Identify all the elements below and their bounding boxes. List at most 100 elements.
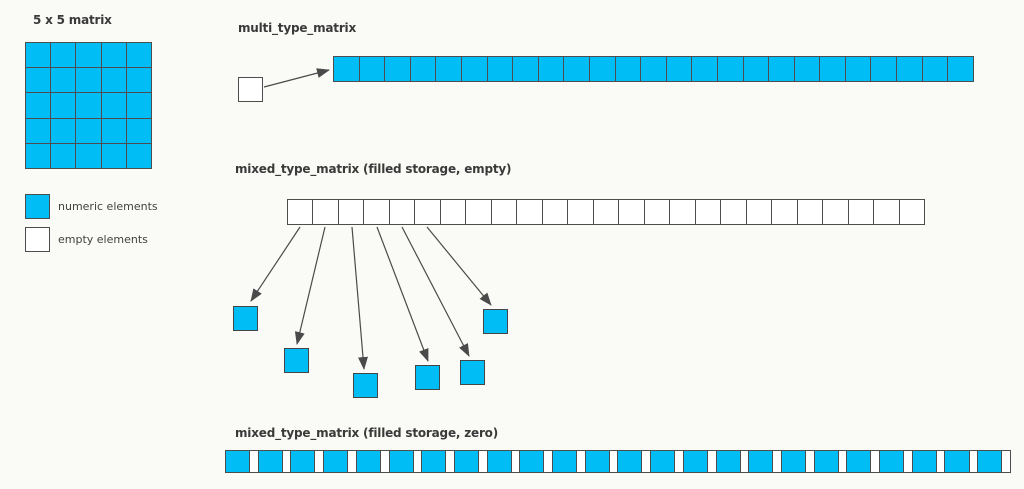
storage-cell-zero-numeric bbox=[355, 451, 381, 472]
matrix-cell bbox=[51, 143, 76, 168]
storage-cell-numeric bbox=[513, 57, 539, 81]
storage-cell-numeric bbox=[692, 57, 718, 81]
pointer-box bbox=[238, 77, 263, 102]
storage-cell-gap bbox=[707, 451, 716, 472]
matrix-cell bbox=[126, 68, 151, 93]
matrix-cell bbox=[126, 118, 151, 143]
storage-cell-empty bbox=[568, 200, 594, 224]
storage-cell-gap bbox=[478, 451, 487, 472]
mixed-zero-title: mixed_type_matrix (filled storage, zero) bbox=[235, 426, 498, 440]
legend-label-empty: empty elements bbox=[58, 233, 148, 246]
storage-cell-numeric bbox=[769, 57, 795, 81]
storage-cell-empty bbox=[772, 200, 798, 224]
storage-cell-numeric bbox=[538, 57, 565, 81]
storage-cell-zero-numeric bbox=[421, 451, 447, 472]
empty-storage-row bbox=[287, 199, 925, 225]
matrix-cell bbox=[76, 143, 101, 168]
storage-cell-numeric bbox=[461, 57, 488, 81]
matrix-cell bbox=[126, 43, 151, 68]
matrix-cell bbox=[26, 43, 51, 68]
storage-cell-empty bbox=[823, 200, 849, 224]
storage-cell-numeric bbox=[436, 57, 462, 81]
storage-cell-zero-numeric bbox=[323, 451, 349, 472]
pointer-arrow bbox=[376, 226, 429, 362]
storage-cell-zero-numeric bbox=[257, 451, 283, 472]
storage-cell-zero-numeric bbox=[486, 451, 512, 472]
storage-cell-zero-numeric bbox=[617, 451, 643, 472]
numeric-box bbox=[415, 365, 440, 390]
storage-cell-zero-numeric bbox=[748, 451, 774, 472]
storage-cell-gap bbox=[282, 451, 291, 472]
storage-cell-gap bbox=[773, 451, 781, 472]
matrix-cell bbox=[51, 68, 76, 93]
storage-cell-numeric bbox=[359, 57, 386, 81]
storage-cell-numeric bbox=[820, 57, 846, 81]
storage-cell-gap bbox=[838, 451, 847, 472]
pointer-arrow bbox=[263, 68, 330, 88]
legend-item-numeric: numeric elements bbox=[25, 194, 158, 219]
matrix-cell bbox=[51, 93, 76, 118]
zero-storage-row bbox=[225, 450, 1011, 473]
storage-cell-gap bbox=[675, 451, 683, 472]
storage-cell-empty bbox=[797, 200, 824, 224]
storage-cell-numeric bbox=[666, 57, 693, 81]
matrix-cell bbox=[126, 143, 151, 168]
pointer-arrow bbox=[426, 226, 492, 306]
storage-cell-numeric bbox=[410, 57, 437, 81]
matrix-cell bbox=[101, 43, 126, 68]
storage-cell-numeric bbox=[717, 57, 744, 81]
storage-cell-numeric bbox=[385, 57, 411, 81]
matrix-5x5-title: 5 x 5 matrix bbox=[33, 13, 112, 27]
storage-cell-gap bbox=[805, 451, 814, 472]
numeric-box bbox=[460, 360, 485, 385]
mixed-empty-title: mixed_type_matrix (filled storage, empty… bbox=[235, 162, 512, 176]
pointer-arrow bbox=[351, 226, 368, 370]
legend-label-numeric: numeric elements bbox=[58, 200, 158, 213]
matrix-cell bbox=[101, 143, 126, 168]
storage-cell-gap bbox=[642, 451, 651, 472]
storage-cell-numeric bbox=[589, 57, 616, 81]
storage-cell-empty bbox=[593, 200, 620, 224]
matrix-cell bbox=[26, 118, 51, 143]
storage-cell-zero-numeric bbox=[290, 451, 316, 472]
storage-cell-gap bbox=[969, 451, 978, 472]
storage-cell-gap bbox=[315, 451, 324, 472]
storage-cell-empty bbox=[517, 200, 543, 224]
storage-cell-gap bbox=[577, 451, 585, 472]
matrix-cell bbox=[51, 118, 76, 143]
storage-cell-empty bbox=[721, 200, 747, 224]
numeric-box bbox=[353, 373, 378, 398]
storage-cell-gap bbox=[413, 451, 422, 472]
storage-cell-empty bbox=[746, 200, 773, 224]
storage-cell-empty bbox=[670, 200, 696, 224]
storage-cell-zero-numeric bbox=[519, 451, 545, 472]
storage-cell-zero-numeric bbox=[388, 451, 414, 472]
storage-cell-zero-numeric bbox=[584, 451, 610, 472]
storage-cell-numeric bbox=[743, 57, 770, 81]
storage-cell-numeric bbox=[641, 57, 667, 81]
matrix-cell bbox=[26, 143, 51, 168]
numeric-box bbox=[483, 309, 508, 334]
storage-cell-numeric bbox=[948, 57, 973, 81]
storage-cell-empty bbox=[288, 200, 314, 224]
storage-cell-zero-numeric bbox=[682, 451, 708, 472]
storage-cell-numeric bbox=[794, 57, 821, 81]
matrix-cell bbox=[101, 93, 126, 118]
storage-cell-zero-numeric bbox=[911, 451, 937, 472]
storage-cell-empty bbox=[695, 200, 722, 224]
storage-cell-empty bbox=[899, 200, 925, 224]
storage-cell-numeric bbox=[871, 57, 898, 81]
storage-cell-empty bbox=[874, 200, 900, 224]
storage-cell-gap bbox=[348, 451, 356, 472]
matrix-cell bbox=[101, 118, 126, 143]
matrix-cell bbox=[126, 93, 151, 118]
storage-cell-empty bbox=[491, 200, 518, 224]
matrix-cell bbox=[51, 43, 76, 68]
storage-cell-numeric bbox=[845, 57, 872, 81]
multi-type-matrix-title: multi_type_matrix bbox=[238, 21, 357, 35]
multi-type-storage-row bbox=[333, 56, 974, 82]
storage-cell-numeric bbox=[564, 57, 590, 81]
pointer-arrow bbox=[401, 226, 470, 357]
storage-cell-empty bbox=[338, 200, 365, 224]
